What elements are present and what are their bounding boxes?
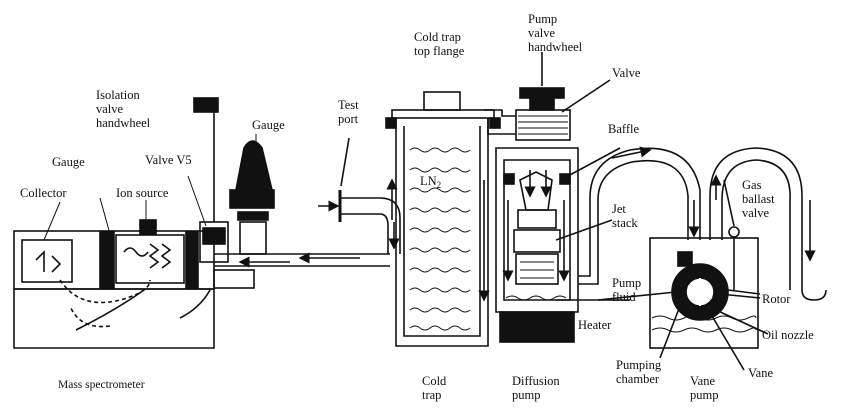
foreline-pipe	[578, 146, 701, 285]
label-test-port: Test port	[338, 98, 359, 126]
ln2-main: LN	[420, 174, 437, 188]
label-mass-spectrometer: Mass spectrometer	[58, 379, 145, 391]
label-gas-ballast-valve: Gas ballast valve	[742, 178, 775, 220]
test-port	[318, 137, 401, 254]
gauge-bulb	[229, 140, 275, 255]
ln2-waves	[409, 147, 471, 331]
label-heater: Heater	[578, 318, 612, 332]
label-pump-valve-handwheel: Pump valve handwheel	[528, 12, 583, 54]
ln2-subscript: 2	[436, 180, 442, 190]
label-vane: Vane	[748, 366, 773, 380]
label-pumping-chamber: Pumping chamber	[616, 358, 662, 386]
label-collector: Collector	[20, 186, 67, 200]
label-rotor: Rotor	[762, 292, 791, 306]
label-pump-fluid: Pump fluid	[612, 276, 642, 304]
label-diffusion-pump: Diffusion pump	[512, 374, 560, 402]
pump-valve	[484, 52, 611, 141]
label-gauge-left: Gauge	[52, 155, 85, 169]
label-isolation-valve-handwheel: Isolation valve handwheel	[96, 88, 151, 130]
label-ion-source: Ion source	[116, 186, 169, 200]
vane-pump	[597, 147, 827, 371]
diffusion-pump	[495, 147, 630, 343]
label-ln2: LN2	[420, 174, 441, 192]
valve-v5	[193, 97, 229, 263]
main-pipe	[213, 252, 390, 289]
cold-trap	[385, 91, 501, 347]
label-cold-trap: Cold trap	[422, 374, 447, 402]
label-jet-stack: Jet stack	[612, 202, 638, 230]
label-gauge-right: Gauge	[252, 118, 285, 132]
leader-lines	[43, 134, 257, 241]
label-valve: Valve	[612, 66, 641, 80]
label-vane-pump: Vane pump	[690, 374, 719, 402]
mass-spectrometer-body	[13, 219, 215, 349]
label-cold-trap-top-flange: Cold trap top flange	[414, 30, 465, 58]
label-oil-nozzle: Oil nozzle	[762, 328, 814, 342]
label-valve-v5: Valve V5	[145, 153, 192, 167]
label-baffle: Baffle	[608, 122, 640, 136]
